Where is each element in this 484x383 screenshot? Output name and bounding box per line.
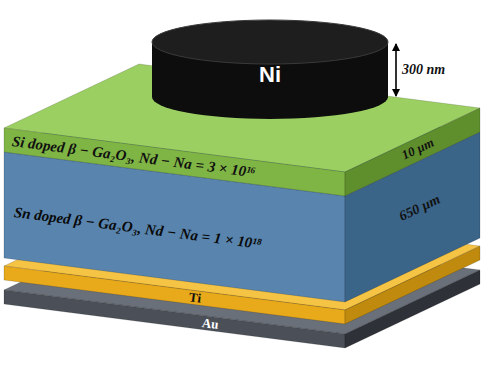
contact-label: Ni bbox=[259, 62, 281, 88]
layer-label: Au bbox=[201, 315, 220, 333]
metal-contact: Ni bbox=[150, 18, 390, 121]
thickness-label: 300 nm bbox=[402, 62, 445, 78]
layer-label: Ti bbox=[188, 289, 202, 306]
